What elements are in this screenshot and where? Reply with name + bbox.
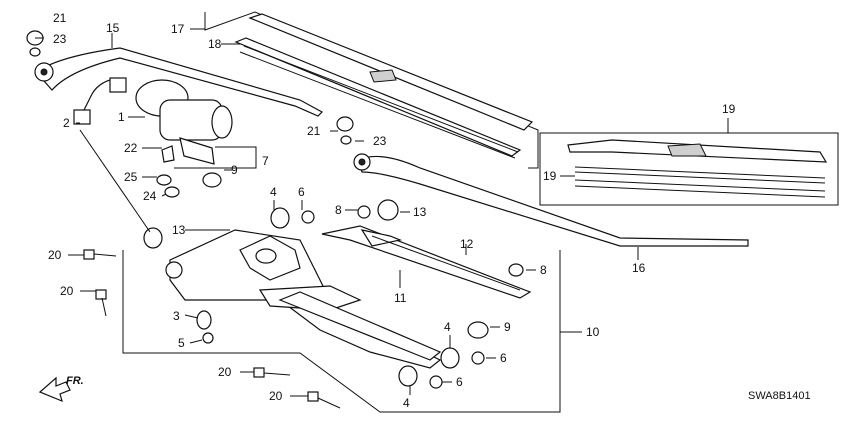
leader-lines (35, 28, 729, 397)
bracket-7 (156, 137, 222, 198)
callout-20d: 20 (269, 389, 283, 403)
callout-11: 11 (394, 291, 407, 305)
callout-24: 24 (143, 189, 157, 203)
diagram-code: SWA8B1401 (748, 390, 811, 402)
callout-8a: 8 (335, 203, 342, 217)
callout-12: 12 (460, 237, 474, 251)
callout-23b: 23 (373, 134, 387, 148)
linkage-frame-10 (122, 225, 561, 413)
callout-6c: 6 (456, 375, 463, 389)
front-direction-label: FR. (66, 375, 84, 387)
callout-19: 19 (543, 169, 557, 183)
callout-21b: 21 (307, 124, 321, 138)
callout-25: 25 (124, 170, 138, 184)
callout-9a: 9 (231, 163, 238, 177)
callout-6a: 6 (298, 185, 305, 199)
callout-10: 10 (586, 325, 600, 339)
callout-3: 3 (173, 309, 180, 323)
callout-6b: 6 (500, 351, 507, 365)
callout-7: 7 (262, 154, 269, 168)
callout-4c: 4 (403, 396, 410, 410)
callout-20c: 20 (218, 365, 232, 379)
callout-4a: 4 (270, 185, 277, 199)
callout-9b: 9 (504, 320, 511, 334)
callout-16: 17 (171, 22, 185, 36)
blade-assembly-16 (204, 11, 539, 169)
callout-15: 16 (632, 261, 646, 275)
callout-23a: 23 (53, 32, 67, 46)
wiper-motor-1 (73, 77, 233, 141)
callout-4b: 4 (444, 320, 451, 334)
callout-1: 1 (118, 110, 125, 124)
callout-22: 22 (124, 141, 138, 155)
callout-20b: 20 (60, 284, 74, 298)
bushings (26, 30, 524, 389)
blade-assembly-18 (539, 132, 839, 206)
callout-14: 15 (106, 21, 120, 35)
callout-20a: 20 (48, 248, 62, 262)
wiper-arm-14 (34, 47, 323, 117)
callout-13b: 13 (413, 205, 427, 219)
callout-17: 18 (208, 37, 222, 51)
callout-8b: 8 (540, 263, 547, 277)
callout-21a: 21 (53, 11, 67, 25)
wiper-arm-15 (353, 153, 749, 247)
callout-13a: 13 (172, 223, 186, 237)
callout-5: 5 (178, 336, 185, 350)
front-arrow-icon (38, 376, 71, 403)
bolts-20 (83, 249, 341, 409)
callout-18: 19 (722, 102, 736, 116)
callout-2: 2 (63, 116, 70, 130)
